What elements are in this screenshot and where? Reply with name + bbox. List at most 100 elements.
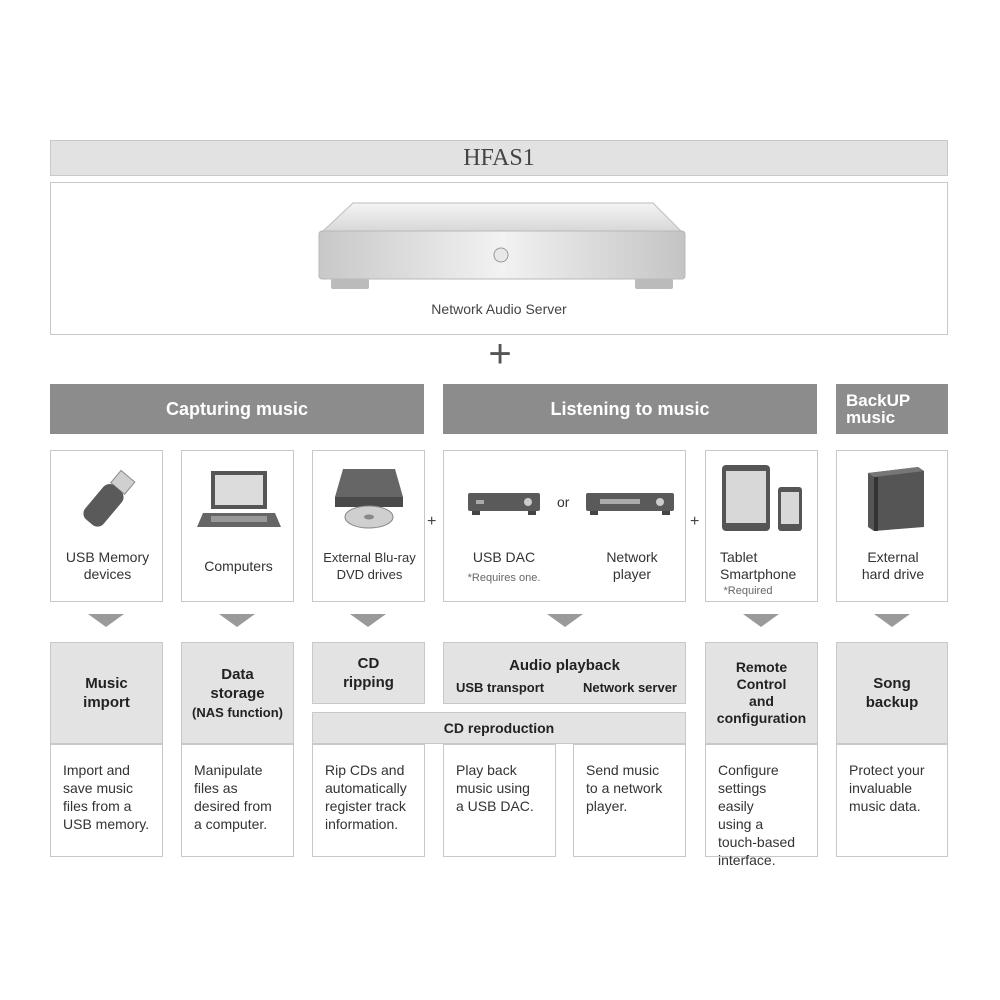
- device-label-usb-dac: USB DAC: [454, 549, 554, 566]
- cd-ripping-line2: ripping: [343, 674, 394, 691]
- device-label-network-player: Network player: [582, 549, 682, 583]
- description-line: save music: [63, 780, 134, 796]
- device-label: Network Audio Server: [431, 301, 567, 317]
- network-audio-server-image: [318, 202, 686, 289]
- hard-drive-icon: [868, 467, 924, 531]
- description-send: Send music to a network player.: [573, 744, 686, 857]
- disc-drive-icon: [335, 469, 403, 529]
- usb-dac-line1: USB DAC: [472, 549, 536, 565]
- function-cd-reproduction: CD reproduction: [312, 712, 686, 744]
- description-line: touch-based: [718, 834, 796, 850]
- tablet-line1: Tablet: [720, 549, 758, 565]
- description-storage: Manipulate files as desired from a compu…: [181, 744, 294, 857]
- product-title-bar: HFAS1: [50, 140, 948, 176]
- description-line: Send music: [586, 762, 660, 778]
- description-line: Protect your: [849, 762, 925, 778]
- description-line: Manipulate: [194, 762, 263, 778]
- data-storage-line3: (NAS function): [192, 704, 283, 720]
- network-player-icon: [586, 493, 674, 515]
- data-storage-line1: Data: [221, 665, 254, 683]
- tablet-note: *Required: [723, 585, 773, 597]
- cd-ripping-line1: CD: [357, 655, 380, 672]
- arrow-down-icon: [743, 614, 779, 627]
- description-line: files as: [194, 780, 238, 796]
- device-card-external-drives: External Blu-ray DVD drives: [312, 450, 425, 602]
- tablet-smartphone-icon: [722, 465, 802, 531]
- description-line: settings easily: [718, 780, 767, 814]
- usb-memory-line1: USB Memory: [65, 549, 150, 565]
- music-import-line1: Music: [85, 675, 128, 692]
- description-play-dac: Play back music using a USB DAC.: [443, 744, 556, 857]
- category-listening: Listening to music: [443, 384, 817, 434]
- description-line: music data.: [849, 798, 921, 814]
- description-line: using a: [718, 816, 764, 832]
- cd-reproduction-label: CD reproduction: [443, 719, 555, 736]
- tablet-line2: Smartphone: [720, 566, 797, 582]
- device-label-hard-drive: External hard drive: [837, 549, 949, 583]
- usb-stick-icon: [83, 469, 136, 527]
- device-card-tablet: Tablet Smartphone *Required: [705, 450, 818, 602]
- description-line: Play back: [456, 762, 517, 778]
- description-import: Import and save music files from a USB m…: [50, 744, 163, 857]
- usb-memory-line2: devices: [83, 566, 132, 582]
- category-capturing: Capturing music: [50, 384, 424, 434]
- category-backup: BackUP music: [836, 384, 948, 434]
- device-card-computers: Computers: [181, 450, 294, 602]
- description-line: Configure: [718, 762, 779, 778]
- device-label-computers: Computers: [182, 558, 295, 575]
- product-title: HFAS1: [463, 144, 535, 171]
- description-line: Rip CDs and: [325, 762, 405, 778]
- description-line: automatically: [325, 780, 407, 796]
- audio-playback-subtitles: USB transport Network server: [444, 675, 685, 697]
- audio-playback-sub2: Network server: [583, 680, 677, 695]
- description-configure: Configure settings easily using a touch-…: [705, 744, 818, 868]
- remote-control-line2: Control: [736, 676, 787, 692]
- category-backup-line2: music: [846, 408, 896, 427]
- device-card-playback: or USB DAC *Requires one. Network player: [443, 450, 686, 602]
- description-line: to a network: [586, 780, 663, 796]
- hard-drive-line2: hard drive: [861, 566, 925, 582]
- description-line: USB memory.: [63, 816, 150, 832]
- category-backup-line1: BackUP: [846, 391, 911, 410]
- network-player-line2: player: [612, 566, 652, 582]
- function-cd-ripping: CD ripping: [312, 642, 425, 704]
- description-rip: Rip CDs and automatically register track…: [312, 744, 425, 857]
- description-line: desired from: [194, 798, 272, 814]
- usb-dac-note: *Requires one.: [467, 572, 541, 584]
- description-line: invaluable: [849, 780, 913, 796]
- description-line: a computer.: [194, 816, 268, 832]
- song-backup-line2: backup: [865, 694, 919, 711]
- description-line: music using: [456, 780, 530, 796]
- device-panel: Network Audio Server: [50, 182, 948, 335]
- plus-sign: +: [488, 332, 512, 376]
- arrow-down-icon: [219, 614, 255, 627]
- hard-drive-line1: External: [867, 549, 919, 565]
- arrow-down-icon: [350, 614, 386, 627]
- function-song-backup: Song backup: [836, 642, 948, 744]
- category-capturing-label: Capturing music: [165, 398, 308, 419]
- audio-playback-title: Audio playback: [509, 657, 620, 674]
- description-line: files from a: [63, 798, 132, 814]
- device-card-hard-drive: External hard drive: [836, 450, 948, 602]
- function-music-import: Music import: [50, 642, 163, 744]
- description-line: a USB DAC.: [456, 798, 534, 814]
- remote-control-line3: and: [749, 693, 774, 709]
- description-line: Import and: [63, 762, 130, 778]
- function-remote-control: Remote Control and configuration: [705, 642, 818, 744]
- audio-playback-sub1: USB transport: [456, 680, 545, 695]
- description-line: player.: [586, 798, 628, 814]
- remote-control-line4: configuration: [716, 710, 807, 726]
- plus-sign-small-2: +: [690, 513, 700, 530]
- function-audio-playback: Audio playback USB transport Network ser…: [443, 642, 686, 704]
- arrow-down-icon: [874, 614, 910, 627]
- usb-dac-icon: [468, 493, 540, 515]
- description-line: register track: [325, 798, 406, 814]
- description-line: information.: [325, 816, 399, 832]
- data-storage-line2: storage: [210, 684, 265, 702]
- description-line: interface.: [718, 852, 776, 868]
- external-drives-line1: External Blu-ray: [323, 550, 416, 565]
- description-protect: Protect your invaluable music data.: [836, 744, 948, 857]
- external-drives-line2: DVD drives: [336, 567, 403, 582]
- network-player-line1: Network: [606, 549, 658, 565]
- music-import-line2: import: [83, 694, 130, 711]
